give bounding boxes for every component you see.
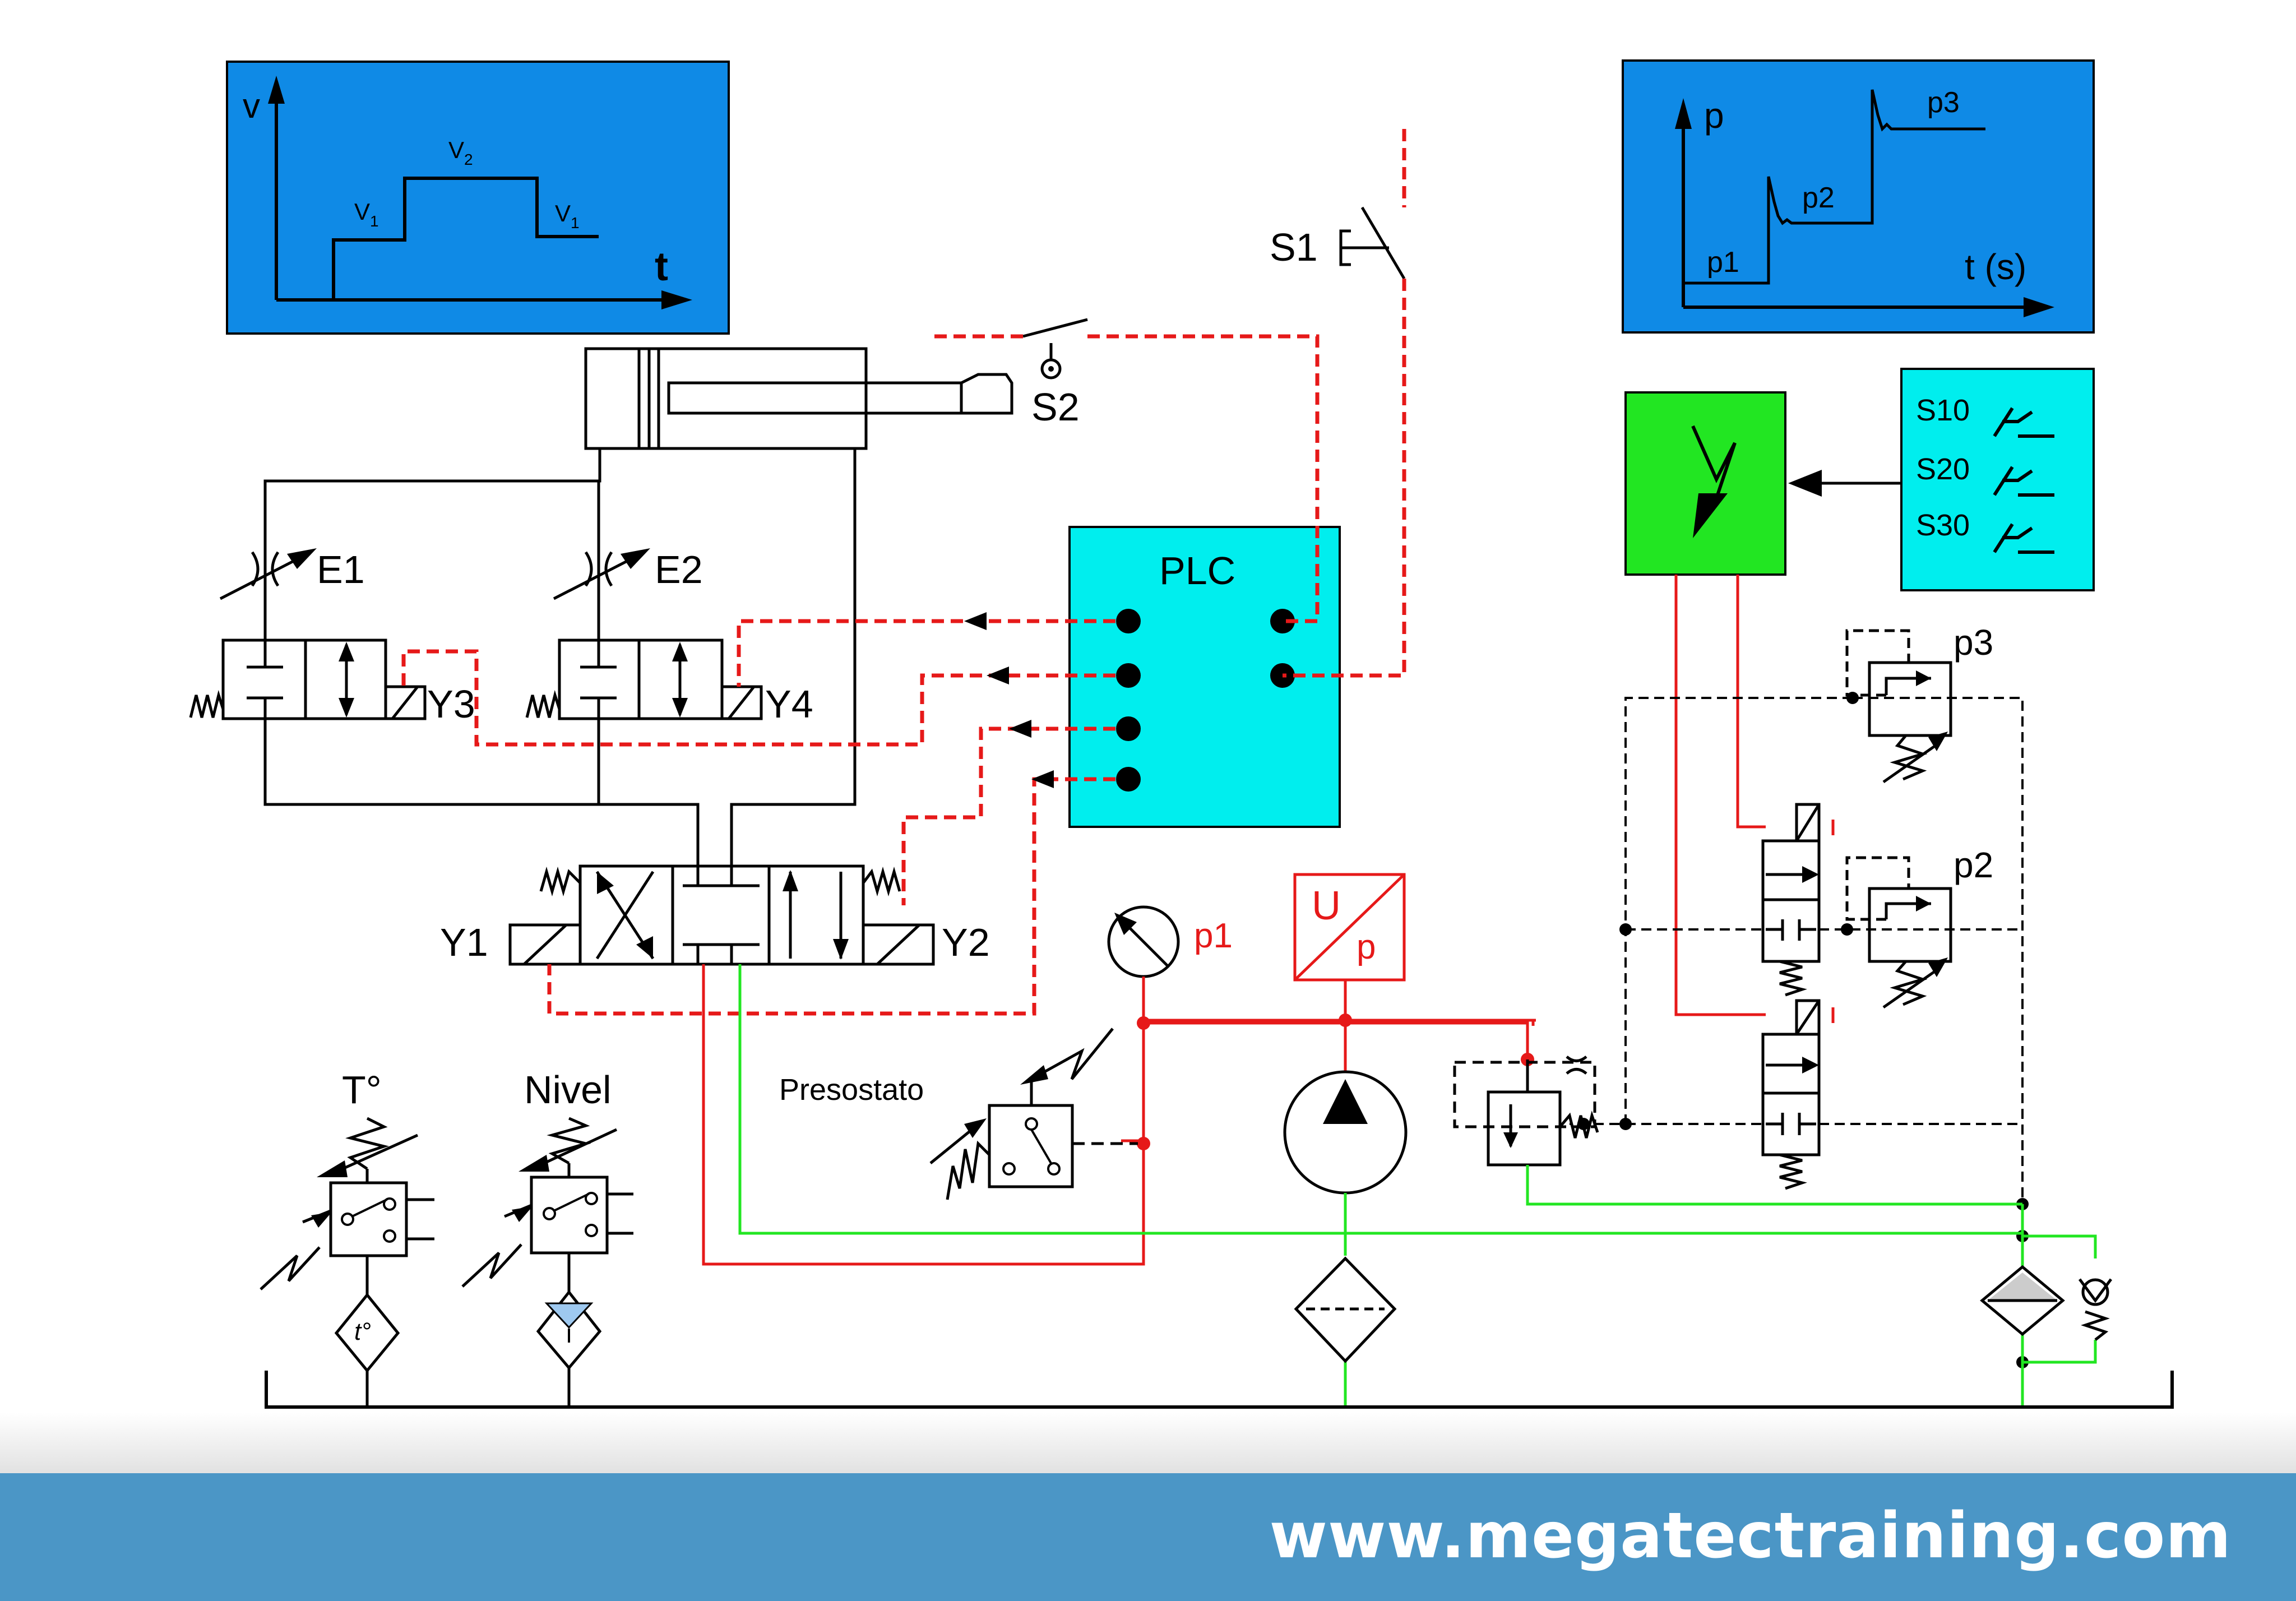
plc-label: PLC — [1159, 549, 1235, 593]
pilot-lines-dashed — [1570, 697, 2024, 1208]
p3-level-label: p3 — [1927, 86, 1960, 119]
control-wiring-dashed — [401, 129, 1406, 1016]
flow-control-valve-e1: E1 — [219, 548, 365, 600]
directional-valve-y1-y2 — [508, 864, 935, 966]
power-to-valve-wires — [1674, 575, 1835, 1023]
temperature-switch: T° t° — [260, 1068, 434, 1407]
plc-output-terminal — [1116, 767, 1141, 792]
bypass-valve-y3 — [189, 638, 427, 720]
p3-valve-label: p3 — [1954, 622, 1993, 663]
p1-level-label: p1 — [1707, 246, 1739, 279]
p1-gauge-label: p1 — [1194, 917, 1233, 955]
switch-contact-icon — [1993, 466, 2054, 497]
transducer-u-label: U — [1312, 883, 1341, 928]
website-url-link[interactable]: www.megatectraining.com — [1269, 1500, 2232, 1572]
pressure-gauge-p1: p1 — [1107, 905, 1233, 978]
reservoir-tank — [265, 1371, 2174, 1409]
valve-arrowheads — [1802, 670, 1948, 1073]
hydraulic-pump — [1283, 1070, 1408, 1195]
relief-feed-line — [1144, 1019, 1533, 1064]
y1-label: Y1 — [440, 920, 488, 964]
selector-to-power-arrow — [1788, 470, 1901, 497]
footer-banner — [0, 1473, 2296, 1601]
time-seconds-axis-label: t (s) — [1965, 247, 2026, 287]
plc-output-terminal — [1116, 716, 1141, 741]
pressure-line-feed-to-valve — [1527, 1019, 1535, 1026]
presostato-label: Presostato — [779, 1073, 924, 1107]
plc-output-terminal — [1116, 609, 1141, 633]
p2-level-label: p2 — [1802, 182, 1835, 214]
selector-switch-s20-label: S20 — [1916, 452, 1970, 486]
v2-label: V2 — [448, 137, 473, 168]
pressure-transducer: U p — [1293, 873, 1406, 982]
level-label: Nivel — [524, 1068, 612, 1112]
pressure-switch: Presostato — [779, 1028, 1138, 1200]
suction-filter — [1294, 1256, 1397, 1363]
e2-label: E2 — [655, 548, 703, 591]
switch-contact-icon — [1993, 407, 2054, 438]
return-filter — [1980, 1265, 2065, 1336]
plc-output-terminal — [1116, 663, 1141, 688]
e1-label: E1 — [317, 548, 365, 591]
speed-profile-chart: v t V1 V2 V1 — [226, 61, 730, 335]
return-lines — [738, 964, 2097, 1407]
cylinder-hydraulic-lines — [263, 448, 857, 874]
y4-label: Y4 — [765, 682, 813, 726]
level-switch: Nivel — [461, 1068, 633, 1407]
bypass-check-valve — [2078, 1278, 2113, 1341]
selector-switch-panel: S10 S20 S30 — [1900, 368, 2095, 591]
power-supply-block — [1624, 391, 1786, 576]
limit-switch-s2: S2 — [1022, 318, 1088, 429]
pressure-axis-label: p — [1704, 95, 1724, 136]
v1-right-label: V1 — [555, 200, 580, 232]
junction-dots-black — [1577, 692, 2029, 1368]
plc-input-terminal — [1270, 609, 1295, 633]
bypass-valve-y4 — [525, 638, 763, 720]
time-axis-label: t — [655, 244, 668, 289]
transducer-p-label: p — [1357, 928, 1376, 966]
p2-valve-label: p2 — [1954, 845, 1993, 885]
hydraulic-cylinder — [584, 347, 1013, 450]
s2-label: S2 — [1031, 385, 1080, 429]
footer-shadow — [0, 1413, 2296, 1474]
y3-label: Y3 — [427, 682, 475, 726]
pressure-relief-valve — [1453, 1056, 1599, 1167]
pressure-selector-valves — [1761, 629, 1952, 1190]
pressure-lines — [702, 964, 1536, 1266]
lightning-icon — [1693, 493, 1728, 538]
v1-left-label: V1 — [354, 198, 379, 230]
temperature-label: T° — [342, 1068, 382, 1112]
s1-label: S1 — [1270, 225, 1318, 269]
flow-control-valve-e2: E2 — [553, 548, 703, 600]
pushbutton-s1: S1 — [1270, 206, 1406, 280]
switch-contact-icon — [1993, 523, 2054, 554]
selector-switch-s30-label: S30 — [1916, 508, 1970, 542]
control-signal-arrows — [964, 612, 1054, 788]
selector-switch-s10-label: S10 — [1916, 394, 1970, 427]
speed-axis-label: v — [243, 87, 260, 126]
temperature-symbol: t° — [354, 1318, 371, 1345]
y2-label: Y2 — [942, 920, 990, 964]
pressure-profile-chart: p t (s) p1 p2 p3 — [1622, 59, 2095, 334]
